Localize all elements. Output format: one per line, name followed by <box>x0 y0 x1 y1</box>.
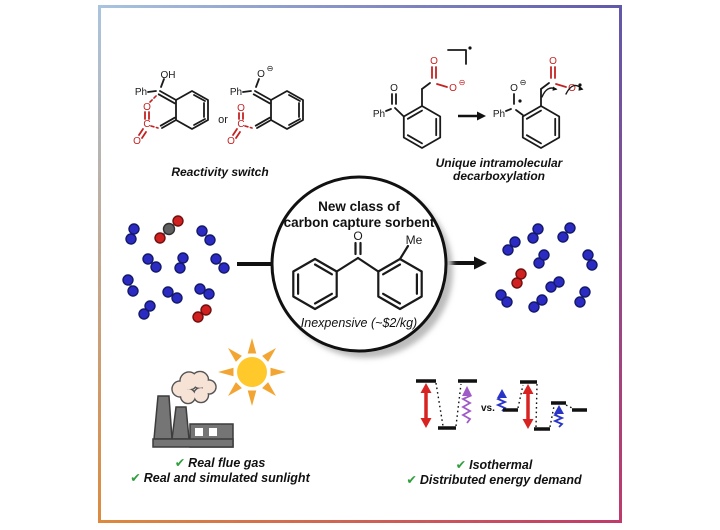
sun-icon <box>218 338 286 406</box>
sorbent-badge: New class of carbon capture sorbent O Me… <box>270 175 453 358</box>
n2-molecule <box>527 223 544 244</box>
frame-edge-top <box>98 5 622 8</box>
n2-molecule <box>125 223 140 245</box>
structure-o-bound-adduct: OH Ph O C O <box>133 70 209 147</box>
radical-dot-icon <box>468 46 472 50</box>
reactivity-switch-caption: Reactivity switch <box>171 165 268 179</box>
small-photon-arrow <box>495 389 508 412</box>
reactivity-switch-scheme: OH Ph O C O or O ⊖ Ph <box>133 64 304 179</box>
frame-edge-left <box>98 5 101 523</box>
light-energy-arrow <box>460 386 472 424</box>
n2-molecule <box>196 225 216 246</box>
small-photon-arrow <box>552 405 565 428</box>
badge-price: Inexpensive (~$2/kg) <box>301 316 417 330</box>
n2-molecule <box>502 236 521 256</box>
large-thermal-arrow <box>420 383 432 428</box>
methyl-benzophenone-structure: O Me <box>292 229 423 311</box>
carboxylate-oxygen-label: O <box>449 83 457 94</box>
alkoxide-oxygen-label: O <box>510 83 518 94</box>
n2-molecule <box>138 300 156 320</box>
o2-molecule <box>511 268 527 289</box>
ketone-oxygen-label: O <box>353 229 362 243</box>
n2-molecule <box>574 286 591 308</box>
decarboxylation-scheme: O Ph O O ⊖ O ⊖ <box>373 46 584 183</box>
n2-molecule <box>545 276 565 293</box>
checklist-text: Isothermal <box>469 458 533 472</box>
structure-c-bound-adduct: O ⊖ Ph O C O <box>227 64 304 147</box>
n2-molecule <box>582 249 598 271</box>
radical-dot-icon <box>578 83 582 87</box>
ketone-oxygen-label: O <box>390 83 398 94</box>
energy-checklist: ✔Isothermal ✔Distributed energy demand <box>384 458 604 487</box>
methyl-label: Me <box>406 233 423 247</box>
n2-molecule <box>210 253 230 274</box>
n2-molecule <box>495 289 513 308</box>
molecule-field-right <box>495 222 598 313</box>
n2-molecule <box>162 286 183 304</box>
carboxylate-oxygen-label: O <box>430 56 438 67</box>
check-icon: ✔ <box>130 470 141 485</box>
co2-oxygen-label: O <box>133 136 141 147</box>
checklist-text: Distributed energy demand <box>419 472 582 487</box>
co2-molecule <box>154 215 184 244</box>
carboxyl-oxygen-label: O <box>549 56 557 67</box>
checklist-item: ✔Real flue gas <box>110 456 330 471</box>
decarboxylation-caption-line1: Unique intramolecular <box>436 156 564 170</box>
co2-oxygen-label: O <box>227 136 235 147</box>
energy-diagram: vs. <box>416 379 587 431</box>
checklist-item: ✔Isothermal <box>384 458 604 473</box>
smoke-cloud-icon <box>171 370 217 405</box>
checklist-item: ✔Distributed energy demand <box>384 473 604 488</box>
alkoxide-oxygen-label: O <box>257 69 265 80</box>
flue-gas-checklist: ✔Real flue gas ✔Real and simulated sunli… <box>110 456 330 485</box>
check-icon: ✔ <box>455 458 467 472</box>
radical-dot-icon <box>518 99 522 103</box>
molecule-field-left <box>122 215 230 323</box>
n2-molecule <box>533 249 550 269</box>
frame-edge-right <box>619 5 622 523</box>
n2-molecule <box>194 283 215 300</box>
badge-title-line1: New class of <box>318 199 400 214</box>
or-label: or <box>218 114 228 126</box>
n2-molecule <box>122 274 139 297</box>
phenyl-label: Ph <box>135 87 147 98</box>
n2-molecule <box>174 252 189 274</box>
check-icon: ✔ <box>406 472 417 487</box>
o2-molecule <box>192 304 212 323</box>
large-thermal-arrow <box>522 384 534 429</box>
minus-charge-icon: ⊖ <box>459 78 466 87</box>
n2-molecule <box>528 294 548 313</box>
phenyl-label: Ph <box>373 109 385 120</box>
phenyl-label: Ph <box>230 87 242 98</box>
checklist-text: Real flue gas <box>188 456 266 470</box>
hydroxyl-label: OH <box>161 70 176 81</box>
oxygen-radical-label: O <box>568 83 576 94</box>
frame-edge-bottom <box>98 520 622 523</box>
phenyl-label: Ph <box>493 109 505 120</box>
co2-oxygen-label: O <box>143 102 151 113</box>
carboxylate-radical-structure: O Ph O O ⊖ <box>373 46 472 149</box>
minus-charge-icon: ⊖ <box>267 64 274 73</box>
checklist-item: ✔Real and simulated sunlight <box>110 471 330 486</box>
check-icon: ✔ <box>174 456 186 470</box>
n2-molecule <box>142 253 162 273</box>
n2-molecule <box>557 222 576 243</box>
decarboxylation-caption-line2: decarboxylation <box>453 169 545 183</box>
vs-label: vs. <box>481 403 495 414</box>
co2-oxygen-label: O <box>237 103 245 114</box>
checklist-text: Real and simulated sunlight <box>143 470 310 485</box>
factory-icon <box>152 395 234 448</box>
badge-title-line2: carbon capture sorbent <box>284 215 435 230</box>
minus-charge-icon: ⊖ <box>520 78 527 87</box>
co2-carbon-label: C <box>237 119 244 130</box>
co2-carbon-label: C <box>143 119 150 130</box>
reaction-arrow <box>458 111 486 121</box>
decarboxylation-product-structure: O ⊖ Ph O O <box>493 56 584 149</box>
